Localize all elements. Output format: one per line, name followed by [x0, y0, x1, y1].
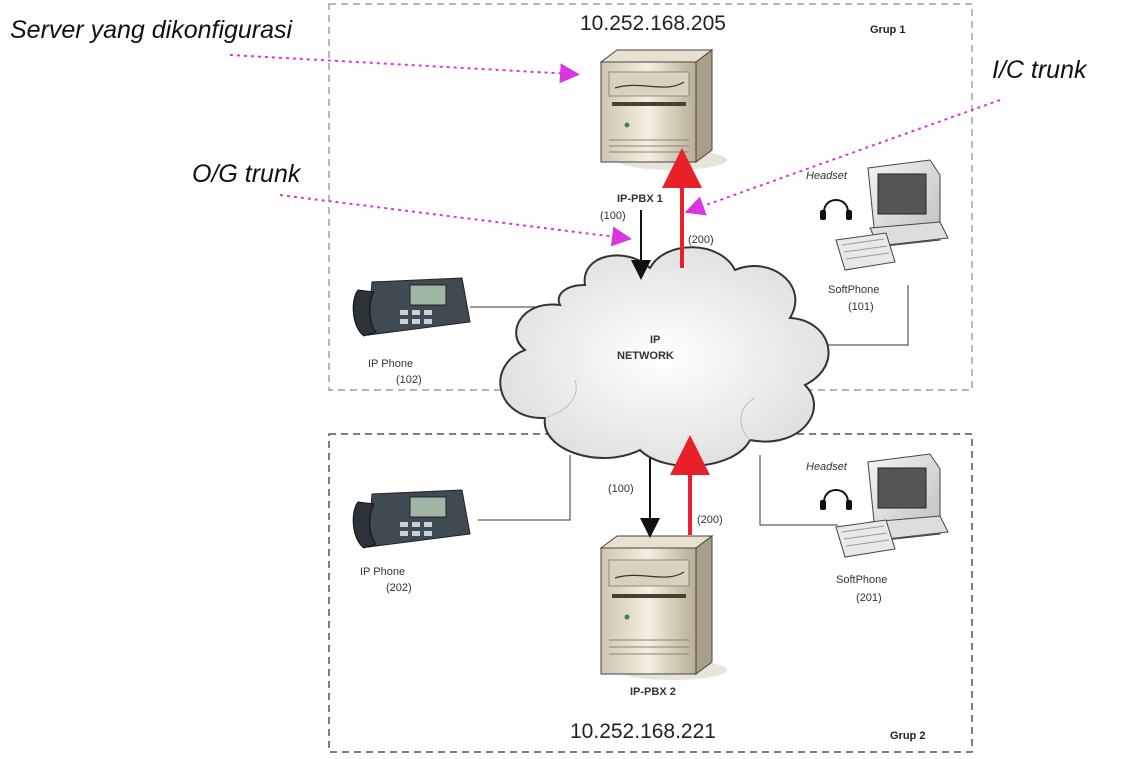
server-ippbx1-icon [599, 49, 727, 170]
ipphone-102-ext: (102) [396, 374, 422, 386]
ipphone-102-label: IP Phone [368, 358, 414, 370]
group1-ip-address: 10.252.168.205 [580, 12, 726, 35]
softphone-201-label: SoftPhone [836, 574, 888, 586]
server-annotation-arrow [229, 54, 580, 84]
group2-title: Grup 2 [890, 730, 926, 742]
ippbx2-in-ext: (200) [697, 514, 723, 526]
group1-title: Grup 1 [870, 24, 906, 36]
group2-ip-address: 10.252.168.221 [570, 720, 716, 743]
softphone-101-ext: (101) [848, 301, 874, 313]
ipphone-202-ext: (202) [386, 582, 412, 594]
connection-lines [470, 285, 909, 526]
ippbx1-in-ext: (200) [688, 234, 714, 246]
softphone-201-ext: (201) [856, 592, 882, 604]
ippbx1-out-ext: (100) [600, 210, 626, 222]
ipphone-102-icon [352, 277, 471, 337]
og-trunk-annotation-label: O/G trunk [192, 160, 301, 188]
ipphone-202-icon [352, 489, 471, 549]
ippbx2-label: IP-PBX 2 [630, 686, 676, 698]
softphone-201-pc-icon [820, 453, 949, 558]
network-label-ip: IP [650, 334, 661, 346]
ippbx1-label: IP-PBX 1 [617, 193, 663, 205]
og-trunk-annotation-arrow [279, 194, 632, 247]
ippbx2-out-ext: (100) [608, 483, 634, 495]
server-ippbx2-icon [599, 535, 727, 680]
softphone-101-headset-label: Headset [806, 170, 847, 182]
ic-trunk-annotation-arrow [684, 99, 1001, 216]
ipphone-202-label: IP Phone [360, 566, 406, 578]
server-annotation-label: Server yang dikonfigurasi [10, 16, 293, 44]
ic-trunk-annotation-label: I/C trunk [992, 56, 1087, 84]
softphone-101-pc-icon [820, 159, 949, 271]
network-label-network: NETWORK [617, 350, 674, 362]
softphone-101-label: SoftPhone [828, 284, 880, 296]
softphone-201-headset-label: Headset [806, 461, 847, 473]
